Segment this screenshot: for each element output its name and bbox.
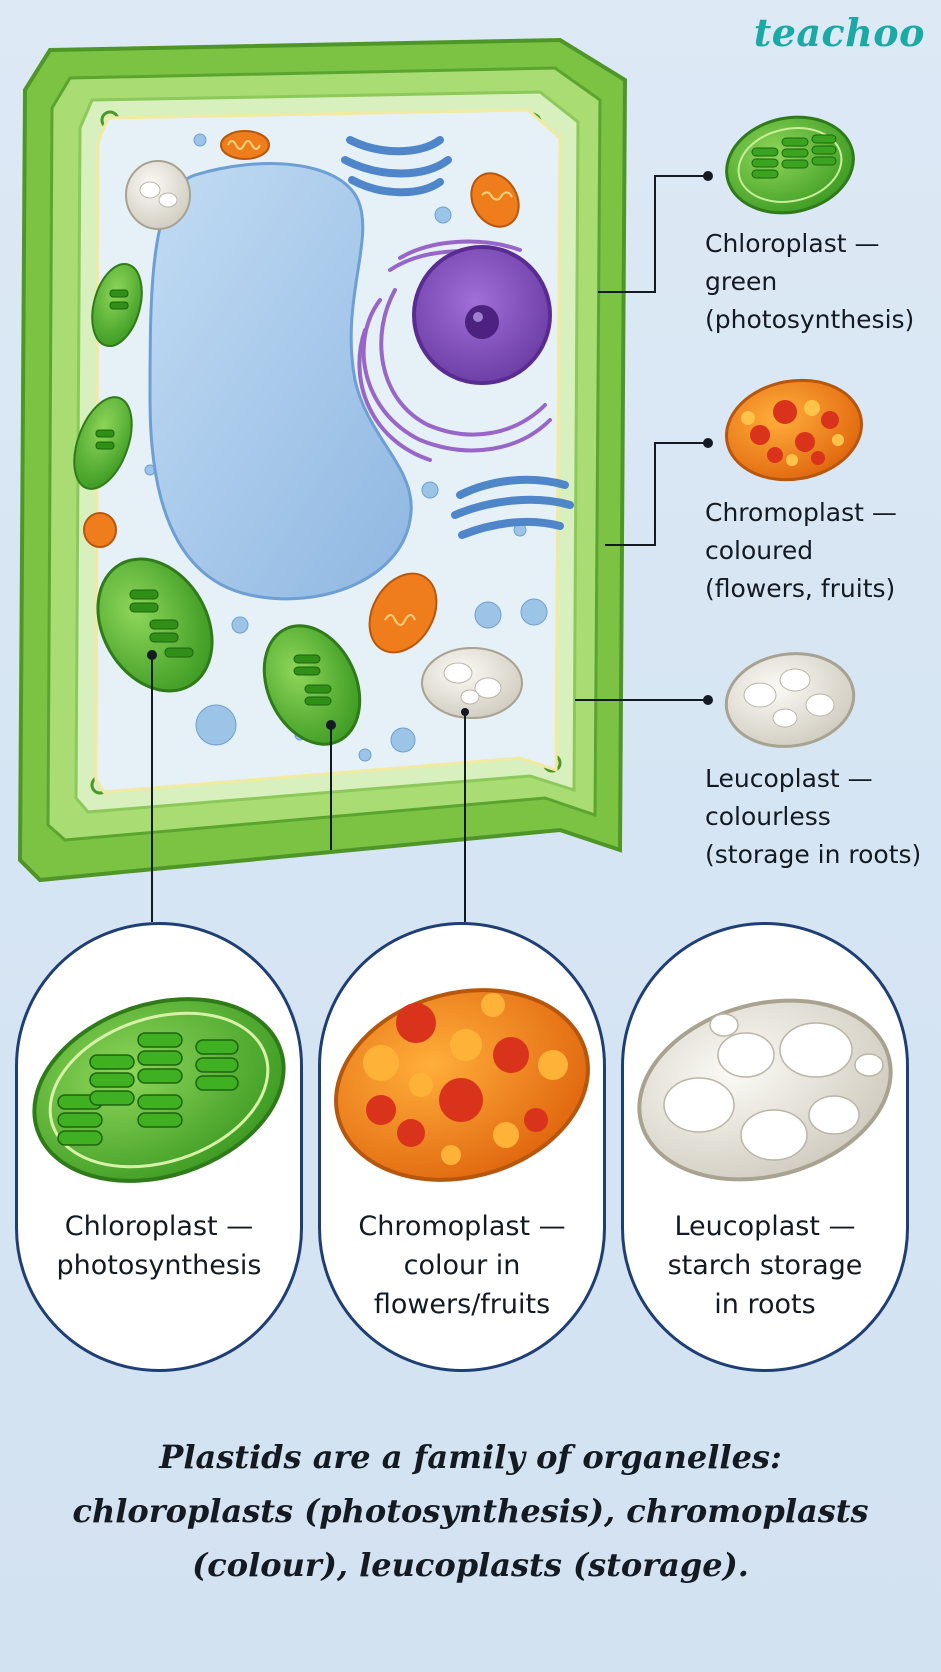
leucoplast-side-label: Leucoplast — colourless (storage in root… <box>705 764 922 869</box>
nucleus <box>412 245 552 385</box>
chloroplast-card-line1: Chloroplast — <box>64 1211 254 1242</box>
leucoplast-large-icon <box>637 998 893 1182</box>
chloroplast-icon <box>725 115 855 215</box>
side-leader-lines <box>575 171 713 705</box>
cell-chloroplasts <box>73 262 362 746</box>
caption-line1: Plastids are a family of organelles: <box>159 1438 782 1476</box>
chromoplast-card-line3: flowers/fruits <box>373 1289 551 1320</box>
chloroplast-card: Chloroplast — photosynthesis <box>15 922 303 1372</box>
caption-line2: chloroplasts (photosynthesis), chromopla… <box>72 1492 869 1530</box>
bottom-leader-lines <box>147 650 466 922</box>
mitochondria <box>83 130 520 654</box>
teachoo-logo: teachoo <box>753 10 925 55</box>
vacuole <box>148 162 413 601</box>
plant-cell-diagram <box>17 37 864 922</box>
summary-caption: Plastids are a family of organelles: chl… <box>0 1430 941 1592</box>
cell-leucoplasts <box>125 160 523 719</box>
leucoplast-icon <box>724 652 856 748</box>
chromoplast-large-icon <box>334 988 590 1182</box>
chromoplast-card-line2: colour in <box>403 1250 521 1281</box>
vesicles <box>144 133 548 762</box>
chromoplast-card-line1: Chromoplast — <box>358 1211 566 1242</box>
leucoplast-card: Leucoplast — starch storage in roots <box>621 922 909 1372</box>
leucoplast-card-line2: starch storage <box>667 1250 863 1281</box>
chloroplast-large-icon <box>32 997 286 1183</box>
chromoplast-side-label: Chromoplast — coloured (flowers, fruits) <box>705 498 897 603</box>
chromoplast-card: Chromoplast — colour in flowers/fruits <box>318 922 606 1372</box>
caption-line3: (colour), leucoplasts (storage). <box>192 1546 749 1584</box>
chloroplast-side-label: Chloroplast — green (photosynthesis) <box>705 229 915 334</box>
leucoplast-card-line1: Leucoplast — <box>674 1211 856 1242</box>
chloroplast-card-line2: photosynthesis <box>56 1250 262 1281</box>
chromoplast-icon <box>724 378 864 482</box>
golgi-body <box>341 136 574 539</box>
leucoplast-card-line3: in roots <box>714 1289 816 1320</box>
